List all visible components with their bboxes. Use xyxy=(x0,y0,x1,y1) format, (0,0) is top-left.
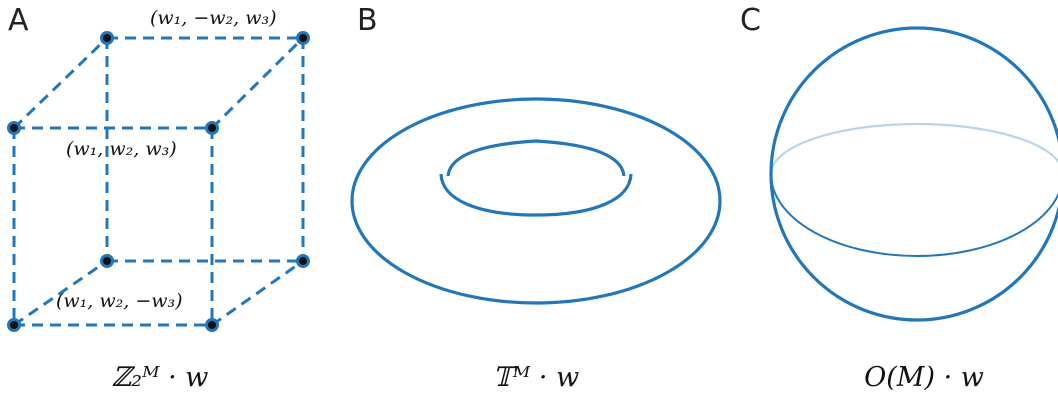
cube-vertex xyxy=(205,318,219,332)
panel-b: B 𝕋ᴹ · w xyxy=(350,3,722,393)
cube-vertex xyxy=(296,254,310,268)
sphere xyxy=(769,26,1058,322)
cube-vertices xyxy=(7,31,310,332)
cube-vertex xyxy=(205,121,219,135)
torus-outer-edge xyxy=(350,97,722,305)
panel-letter-a: A xyxy=(8,3,29,38)
torus-inner-lower-arc xyxy=(439,173,633,217)
coord-label-top-back: (w₁, −w₂, w₃) xyxy=(150,7,277,29)
panel-a: A (w₁, −w₂, xyxy=(7,3,310,393)
cube-edges xyxy=(12,36,305,327)
caption-c: O(M) · w xyxy=(864,362,984,393)
cube-vertex xyxy=(296,31,310,45)
caption-a: ℤ₂ᴹ · w xyxy=(112,362,209,393)
cube-edge xyxy=(211,259,304,327)
cube-edge xyxy=(12,36,109,130)
sphere-outline xyxy=(769,26,1058,322)
coord-label-top-front: (w₁, w₂, w₃) xyxy=(66,138,177,160)
torus-inner-upper-arc xyxy=(446,139,626,177)
panel-letter-c: C xyxy=(740,3,761,38)
caption-b: 𝕋ᴹ · w xyxy=(493,362,579,393)
cube-edge xyxy=(13,259,108,327)
cube-vertex xyxy=(7,121,21,135)
cube-vertex xyxy=(7,318,21,332)
cube-vertex xyxy=(100,254,114,268)
panel-c: C O(M) · w xyxy=(740,3,1058,393)
torus-outline xyxy=(350,97,722,305)
panel-letter-b: B xyxy=(357,3,378,38)
cube-vertex xyxy=(100,31,114,45)
sphere-equator-front xyxy=(770,173,1058,257)
sphere-equator-back xyxy=(769,122,1058,175)
cube-edge xyxy=(210,36,305,130)
coord-label-bottom-front: (w₁, w₂, −w₃) xyxy=(56,290,183,312)
